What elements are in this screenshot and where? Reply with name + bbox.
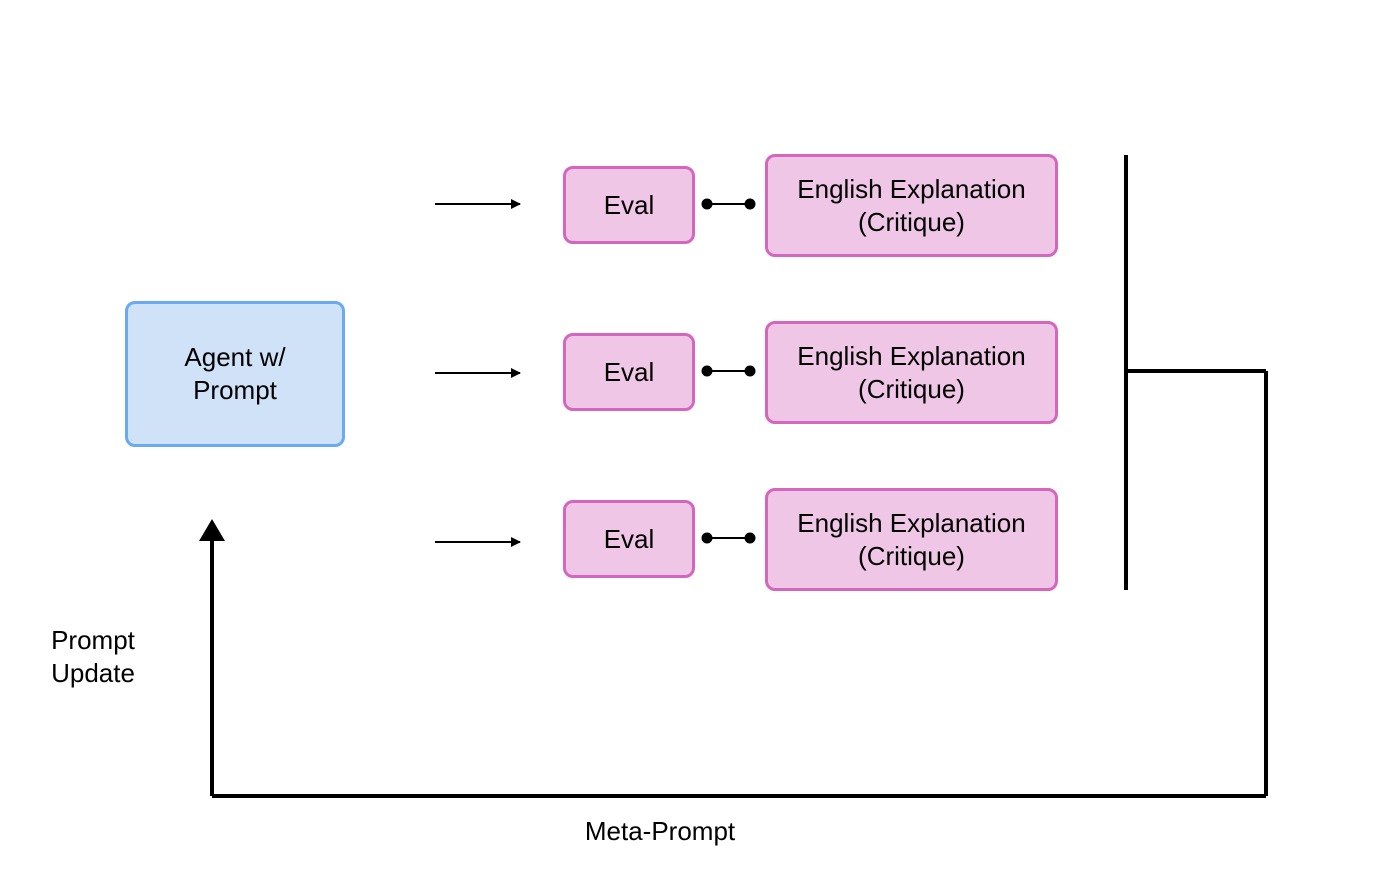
critique-label: English Explanation (Critique) [797,507,1026,571]
meta-prompt-label: Meta-Prompt [584,816,736,846]
critique-node: English Explanation (Critique) [765,321,1058,424]
agent-label: Agent w/ Prompt [184,342,286,405]
eval-node: Eval [563,500,695,578]
critique-node: English Explanation (Critique) [765,488,1058,591]
eval-label: Eval [603,189,655,220]
eval-critique-link-3 [701,532,756,544]
eval-node: Eval [563,333,695,411]
eval-critique-link-1 [701,198,756,210]
eval-label: Eval [603,523,655,554]
eval-label: Eval [603,356,655,387]
eval-critique-link-2 [701,365,756,377]
critique-label: English Explanation (Critique) [797,173,1026,237]
feedback-arrowhead [199,519,225,541]
prompt-update-label: Prompt Update [51,625,135,688]
eval-node: Eval [563,166,695,244]
critique-node: English Explanation (Critique) [765,154,1058,257]
critique-label: English Explanation (Critique) [797,340,1026,404]
agent-node: Agent w/ Prompt [125,301,345,447]
